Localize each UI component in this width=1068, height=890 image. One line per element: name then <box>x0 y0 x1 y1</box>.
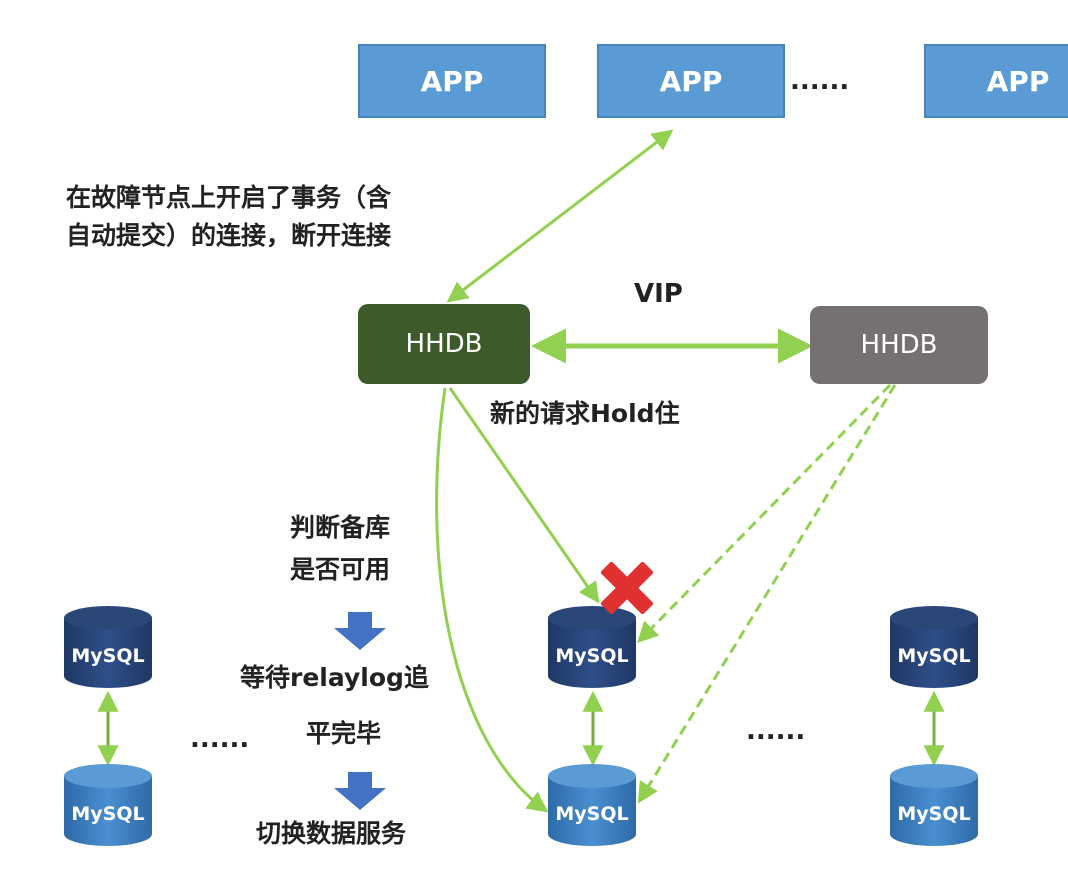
note-disconnect-line2: 自动提交）的连接，断开连接 <box>66 221 392 250</box>
standby-to-master-dashed <box>637 383 892 643</box>
mysql-label: MySQL <box>71 645 144 667</box>
note-hold: 新的请求Hold住 <box>490 399 680 428</box>
mysql-label: MySQL <box>555 645 628 667</box>
app-hhdb-connection <box>446 129 674 303</box>
note-disconnect-line1: 在故障节点上开启了事务（含 <box>66 183 392 212</box>
app-label: APP <box>659 64 723 98</box>
hhdb-standby-node: HHDB <box>810 306 988 384</box>
standby-to-slave-dashed <box>637 384 897 804</box>
down-arrow-icon <box>334 772 386 810</box>
down-arrow-icon <box>334 612 386 650</box>
step-check-line1: 判断备库 <box>290 513 391 542</box>
app-label: APP <box>986 64 1050 98</box>
app-box: APP <box>924 44 1068 118</box>
database-icon: MySQL <box>64 764 152 846</box>
mysql-label: MySQL <box>897 803 970 825</box>
database-icon: MySQL <box>64 606 152 688</box>
step-check-line2: 是否可用 <box>290 555 391 584</box>
step-wait-line1: 等待relaylog追 <box>240 663 429 692</box>
database-icon: MySQL <box>548 606 636 688</box>
mysql-label: MySQL <box>555 803 628 825</box>
mysql-label: MySQL <box>71 803 144 825</box>
app-box: APP <box>597 44 785 118</box>
database-icon: MySQL <box>890 764 978 846</box>
mysql-label: MySQL <box>897 645 970 667</box>
hhdb-primary-label: HHDB <box>405 329 483 359</box>
hhdb-primary-node: HHDB <box>358 304 530 384</box>
hhdb-standby-label: HHDB <box>860 330 938 360</box>
step-switch: 切换数据服务 <box>256 819 407 848</box>
database-icon: MySQL <box>548 764 636 846</box>
app-label: APP <box>420 64 484 98</box>
db-ellipsis-right: ...... <box>746 716 806 746</box>
failure-x-icon <box>600 561 654 615</box>
vip-label: VIP <box>634 279 683 309</box>
app-box: APP <box>358 44 546 118</box>
database-icon: MySQL <box>890 606 978 688</box>
db-ellipsis-left: ...... <box>190 724 250 754</box>
hhdb-to-slave-curve <box>435 387 549 813</box>
hhdb-to-master-arrow <box>448 387 600 604</box>
step-wait-line2: 平完毕 <box>306 719 382 748</box>
app-ellipsis: ...... <box>790 66 850 96</box>
